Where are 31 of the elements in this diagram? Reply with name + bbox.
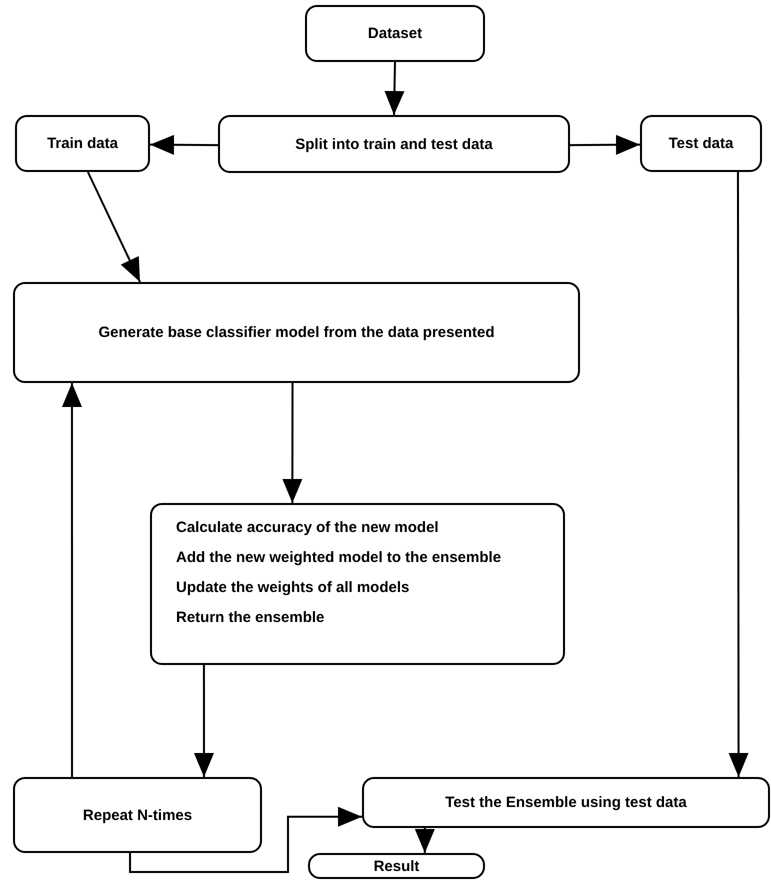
arrow (129, 806, 362, 873)
arrow (570, 134, 640, 155)
process-box (640, 115, 762, 172)
arrow (194, 665, 214, 777)
box-text: Split into train and test data (295, 136, 493, 152)
process-box (15, 115, 150, 172)
box-text: Test the Ensemble using test data (445, 794, 687, 811)
box-text: Generate base classifier model from the data presented (98, 324, 494, 341)
arrow (414, 828, 435, 853)
box-text: Train data (47, 135, 118, 152)
process-box (150, 503, 565, 665)
box-text: Return the ensemble (176, 609, 324, 626)
process-box (308, 853, 485, 879)
process-box (362, 777, 770, 828)
arrow (62, 383, 82, 777)
box-text: Calculate accuracy of the new model (176, 519, 439, 536)
arrow (282, 383, 302, 503)
arrow (728, 172, 749, 777)
box-text: Test data (668, 135, 734, 152)
process-box (218, 115, 570, 173)
box-text: Update the weights of all models (176, 579, 410, 596)
box-text: Repeat N-times (82, 806, 192, 824)
box-text: Result (374, 858, 420, 874)
process-box (13, 777, 262, 853)
process-box (13, 282, 580, 383)
box-text: Dataset (368, 25, 422, 42)
box-text: Add the new weighted model to the ensemble (176, 549, 502, 566)
arrow (87, 172, 141, 282)
arrow (384, 62, 404, 116)
process-box (305, 5, 485, 62)
arrow (150, 134, 218, 155)
